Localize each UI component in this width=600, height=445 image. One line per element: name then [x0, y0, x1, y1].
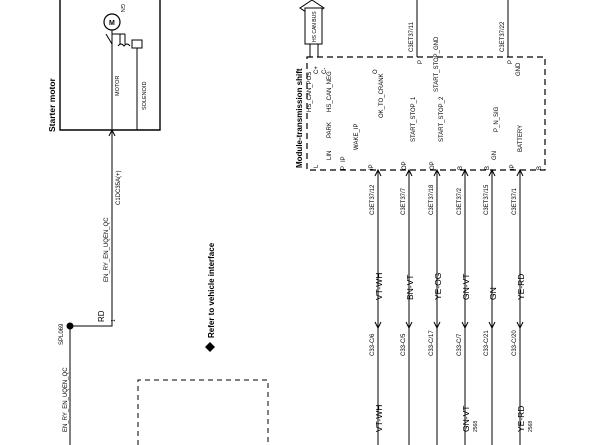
refer-marker: Refer to vehicle interface: [205, 242, 216, 352]
wire-lower-connector: C33-C/17: [429, 330, 435, 356]
svg-text:B: B: [485, 166, 491, 170]
svg-text:C3ET37/22: C3ET37/22: [500, 21, 506, 52]
module-wires: C3ET37/12VT-WHC33-C/6VT-WHC3ET37/7BN-VTC…: [370, 168, 534, 445]
svg-text:LIN: LIN: [327, 151, 333, 160]
wire-5: [488, 168, 496, 445]
svg-text:P: P: [341, 166, 347, 170]
wire-number: 2568: [473, 421, 479, 432]
wire-color: BN-VT: [405, 275, 415, 301]
svg-text:START_STOP_2: START_STOP_2: [439, 96, 445, 142]
wire-lower-color: VT-WH: [374, 405, 384, 432]
wire-lower-color: YE-RD: [516, 406, 526, 432]
wire-connector: C3ET37/2: [457, 187, 463, 215]
svg-text:IP: IP: [341, 156, 347, 162]
svg-text:EN_RY_EN_UQEN_QC: EN_RY_EN_UQEN_QC: [63, 367, 69, 432]
wire-4: [461, 168, 469, 445]
wire-connector: C3ET37/12: [370, 184, 376, 215]
wire-color: GN-VT: [461, 274, 471, 300]
module-title: Module-transmission shift: [295, 68, 304, 168]
svg-text:O: O: [373, 69, 379, 74]
svg-text:B: B: [537, 166, 543, 170]
svg-text:L: L: [314, 164, 320, 168]
svg-text:C-: C-: [322, 68, 328, 74]
dashed-harness: [137, 379, 269, 445]
svg-text:GN: GN: [119, 4, 125, 12]
svg-text:RD: RD: [97, 310, 106, 322]
starter-motor: Starter motor M GN MOTOR SOLENOID: [47, 0, 161, 132]
svg-text:SPL069: SPL069: [59, 323, 65, 345]
svg-text:OP: OP: [430, 161, 436, 170]
svg-text:P: P: [508, 60, 514, 64]
svg-text:START_STOP_1: START_STOP_1: [411, 96, 417, 142]
svg-text:C+: C+: [314, 66, 320, 74]
svg-text:START_STOP_GND: START_STOP_GND: [434, 36, 440, 92]
svg-text:EN_RY_EN_UQEN_QC: EN_RY_EN_UQEN_QC: [104, 217, 110, 282]
svg-text:PARK: PARK: [327, 122, 333, 138]
svg-text:P_N_SIG: P_N_SIG: [494, 106, 500, 132]
svg-text:1: 1: [111, 319, 117, 322]
wire-lower-connector: C33-C/6: [370, 333, 376, 356]
wire-number: 2568: [528, 421, 534, 432]
svg-text:C3ET37/11: C3ET37/11: [409, 21, 415, 52]
wire-3: [433, 168, 441, 445]
svg-text:GND: GND: [516, 62, 522, 76]
wire-lower-connector: C33-C/5: [401, 333, 407, 356]
wire-color: YE-RD: [516, 274, 526, 300]
svg-text:HS CAN BUS: HS CAN BUS: [312, 11, 318, 42]
wire-lower-color: GN-VT: [461, 406, 471, 432]
svg-text:P: P: [418, 60, 424, 64]
svg-text:GN: GN: [492, 151, 498, 160]
starter-wire: C1DC35A(+) EN_RY_EN_UQEN_QC RD 1 SPL069 …: [59, 128, 122, 445]
wire-color: VT-WH: [374, 273, 384, 300]
svg-text:B: B: [458, 166, 464, 170]
wire-2: [405, 168, 413, 445]
wire-connector: C3ET37/18: [429, 184, 435, 215]
svg-text:HS_CAN_NEG: HS_CAN_NEG: [327, 71, 333, 112]
svg-text:HS_CAN_POS: HS_CAN_POS: [307, 72, 313, 112]
transmission-module: Module-transmission shift C+ HS_CAN_POS …: [295, 36, 546, 171]
wire-1: [374, 168, 382, 445]
wire-color: YE-OG: [433, 273, 443, 300]
svg-text:BATTERY: BATTERY: [518, 125, 524, 152]
wire-lower-connector: C33-C/21: [484, 330, 490, 356]
starter-title: Starter motor: [47, 77, 57, 132]
svg-text:OK_TO_CRANK: OK_TO_CRANK: [379, 73, 385, 118]
wire-color: GN: [488, 287, 498, 300]
wire-lower-connector: C33-C/20: [512, 330, 518, 356]
svg-text:IP: IP: [510, 164, 516, 170]
wire-lower-connector: C33-C/7: [457, 333, 463, 356]
svg-text:WAKE_IP: WAKE_IP: [354, 124, 360, 150]
svg-text:OP: OP: [402, 161, 408, 170]
can-bus-box: HS CAN BUS: [299, 0, 325, 57]
wire-connector: C3ET37/7: [401, 187, 407, 215]
svg-text:IP: IP: [369, 164, 375, 170]
top-wires: C3ET37/11 C3ET37/22: [409, 0, 509, 57]
svg-text:M: M: [109, 20, 115, 27]
wire-connector: C3ET37/1: [512, 187, 518, 215]
svg-text:C1DC35A(+): C1DC35A(+): [116, 170, 122, 205]
wire-connector: C3ET37/15: [484, 184, 490, 215]
motor-label: MOTOR: [115, 76, 121, 96]
wire-6: [516, 168, 524, 445]
solenoid-label: SOLENOID: [142, 82, 148, 110]
solenoid-symbol: [131, 39, 143, 49]
svg-text:Refer to vehicle interface: Refer to vehicle interface: [207, 242, 216, 338]
